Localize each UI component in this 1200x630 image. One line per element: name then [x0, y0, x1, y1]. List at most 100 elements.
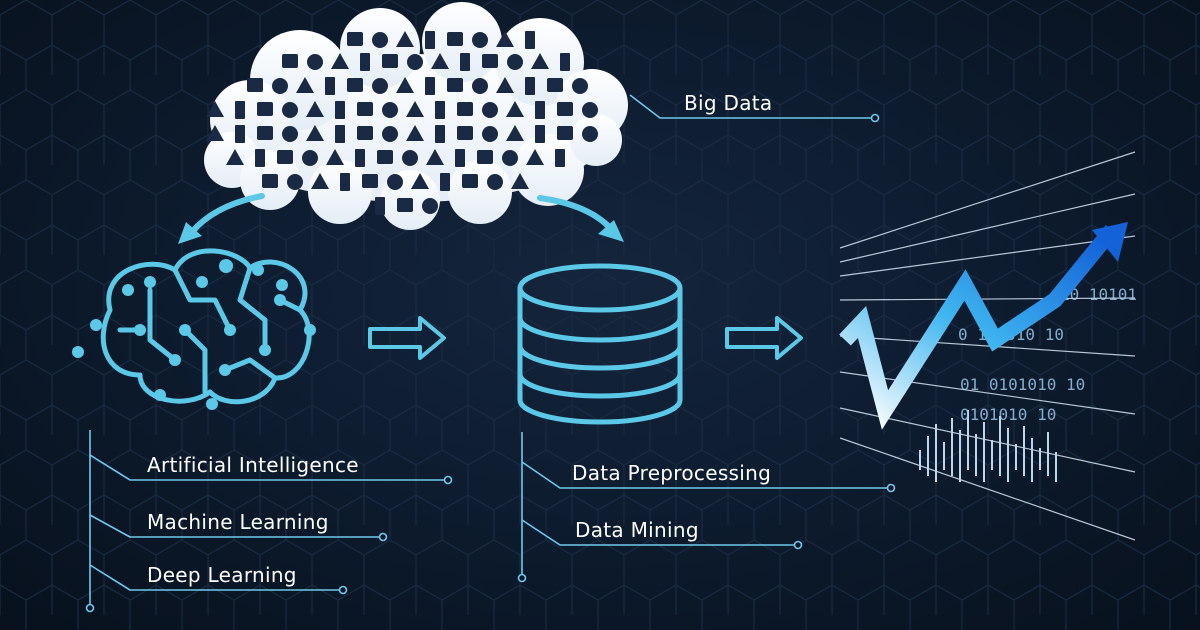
ai-to-db-arrow: [368, 316, 446, 360]
cloud-glyph-icon: [407, 54, 423, 70]
cloud-glyph-icon: [282, 102, 298, 118]
cloud-glyph-icon: [506, 125, 524, 141]
cloud-glyph-icon: [307, 54, 323, 70]
cloud-glyph-icon: [206, 101, 224, 117]
cloud-glyph-icon: [372, 32, 388, 48]
cloud-glyph-icon: [477, 150, 493, 164]
trend-line: [839, 224, 1119, 430]
cloud-glyph-icon: [447, 32, 463, 46]
cloud-glyph-icon: [557, 126, 573, 140]
cloud-glyph-icon: [560, 53, 570, 71]
cloud-glyph-icon: [535, 125, 545, 143]
cloud-glyph-icon: [382, 102, 398, 118]
cloud-glyph-icon: [257, 102, 273, 116]
cloud-glyph-icon: [455, 149, 465, 167]
big-data-label: Big Data: [684, 91, 773, 115]
cloud-glyph-icon: [235, 101, 245, 119]
cloud-glyph-icon: [362, 174, 378, 188]
cloud-glyph-icon: [402, 150, 418, 166]
cloud-glyph-icon: [357, 126, 373, 140]
cloud-glyph-icon: [406, 125, 424, 141]
cloud-glyph-icon: [325, 77, 335, 95]
cloud-glyph-icon: [582, 126, 598, 142]
cloud-glyph-icon: [460, 53, 470, 71]
cloud-glyph-icon: [311, 173, 329, 189]
cloud-to-db-arrow: [537, 195, 615, 233]
trend-arrowhead: [1092, 222, 1128, 262]
cloud-glyph-icon: [360, 53, 370, 71]
cloud-glyph-icon: [457, 126, 473, 140]
cloud-glyph-icon: [526, 149, 544, 165]
binary-text-3: 01 0101010 10: [960, 375, 1085, 394]
label-machine-learning: Machine Learning: [147, 510, 329, 534]
binary-text-1: 10 10101: [1060, 285, 1137, 304]
cloud-glyph-icon: [557, 102, 573, 116]
cloud-glyph-icon: [296, 77, 314, 93]
cloud-glyph-icon: [482, 126, 498, 142]
label-data-mining: Data Mining: [575, 518, 699, 542]
cloud-glyph-icon: [377, 150, 393, 164]
cloud-glyph-icon: [282, 126, 298, 142]
cloud-glyph-icon: [302, 150, 318, 166]
cloud-glyph-icon: [426, 149, 444, 165]
cloud-glyph-icon: [247, 78, 263, 92]
cloud-glyph-icon: [282, 54, 298, 68]
cloud-glyph-icon: [382, 126, 398, 142]
cloud-glyph-icon: [355, 149, 365, 167]
cloud-glyph-icon: [255, 149, 265, 167]
cloud-glyph-icon: [347, 32, 363, 46]
cloud-glyph-icon: [472, 78, 488, 94]
cloud-glyph-icon: [331, 53, 349, 69]
cloud-glyph-icon: [511, 173, 529, 189]
cloud-glyph-icon: [462, 174, 478, 188]
cloud-glyph-icon: [425, 77, 435, 95]
cloud-glyph-icon: [496, 77, 514, 93]
cloud-glyph-icon: [502, 150, 518, 166]
cloud-glyph-icon: [411, 173, 429, 189]
cloud-glyph-icon: [547, 78, 563, 92]
cloud-glyph-icon: [531, 53, 549, 69]
cloud-glyph-icon: [372, 78, 388, 94]
cloud-glyph-icon: [440, 173, 450, 191]
cloud-glyph-icon: [572, 78, 588, 94]
cloud-glyph-icon: [457, 102, 473, 116]
cloud-glyph-icon: [482, 54, 498, 68]
cloud-glyph-icon: [287, 174, 303, 190]
cloud-glyph-icon: [482, 102, 498, 118]
binary-text-4: 0101010 10: [960, 405, 1056, 424]
cloud-glyph-icon: [306, 101, 324, 117]
cloud-glyph-icon: [375, 197, 385, 215]
cloud-glyph-icon: [257, 126, 273, 140]
cloud-glyph-icon: [262, 174, 278, 188]
cloud-glyph-icon: [396, 31, 414, 47]
cloud-to-ai-arrowhead: [178, 222, 202, 244]
label-data-preprocessing: Data Preprocessing: [572, 461, 772, 485]
cloud-glyph-icon: [435, 101, 445, 119]
cloud-glyph-icon: [525, 31, 535, 49]
cloud-glyph-icon: [496, 31, 514, 47]
cloud-glyph-icon: [235, 125, 245, 143]
cloud-glyph-icon: [335, 125, 345, 143]
cloud-glyph-icon: [387, 174, 403, 190]
cloud-glyph-icon: [506, 101, 524, 117]
cloud-glyph-icon: [535, 101, 545, 119]
label-deep-learning: Deep Learning: [147, 563, 297, 587]
cloud-glyph-icon: [382, 54, 398, 68]
cloud-glyph-icon: [340, 173, 350, 191]
cloud-glyph-icon: [487, 174, 503, 190]
cloud-glyph-icon: [472, 32, 488, 48]
db-to-chart-arrow: [725, 316, 803, 360]
cloud-glyph-icon: [206, 125, 224, 141]
cloud-glyph-icon: [431, 53, 449, 69]
cloud-glyph-icon: [422, 198, 438, 214]
cloud-glyph-icon: [447, 78, 463, 92]
cloud-glyph-icon: [525, 77, 535, 95]
cloud-glyph-icon: [357, 102, 373, 116]
cloud-icon-grid: [206, 31, 598, 215]
cloud-glyph-icon: [435, 125, 445, 143]
